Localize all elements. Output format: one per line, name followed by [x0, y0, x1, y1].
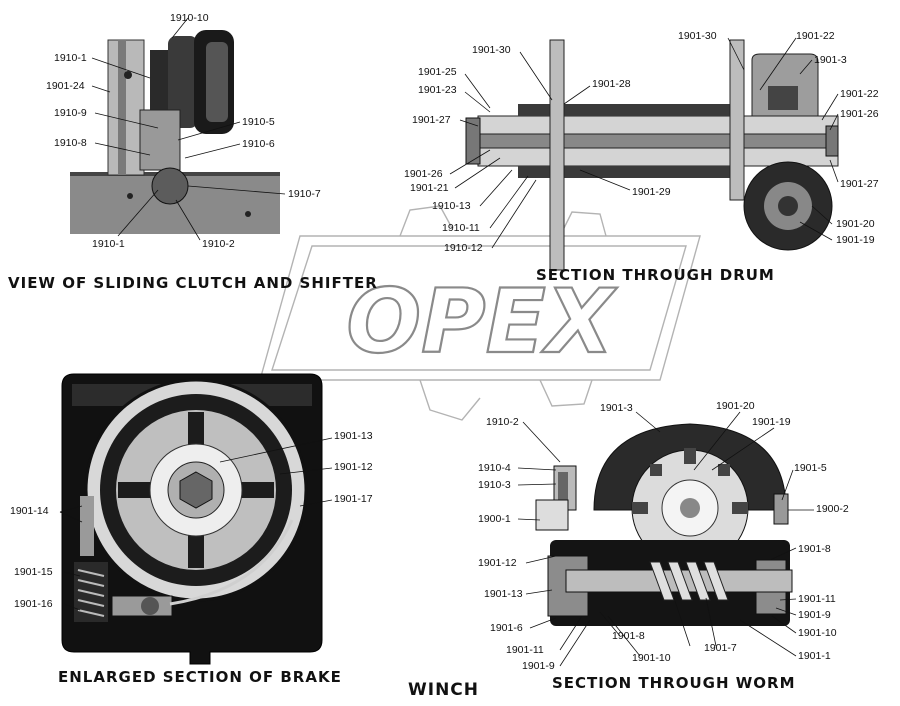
part-label: 1900-1	[478, 513, 511, 525]
part-label: 1901-9	[798, 609, 831, 621]
part-label: 1910-4	[478, 462, 511, 474]
part-label: 1901-15	[14, 566, 53, 578]
part-label: 1910-7	[288, 188, 321, 200]
part-label: 1910-1	[92, 238, 125, 250]
part-label: 1910-1	[54, 52, 87, 64]
part-label: 1901-27	[412, 114, 451, 126]
part-label: 1901-9	[522, 660, 555, 672]
part-label: 1901-14	[10, 505, 49, 517]
part-label: 1910-13	[432, 200, 471, 212]
part-label: 1910-11	[442, 222, 480, 234]
part-label: 1901-13	[484, 588, 523, 600]
part-label: 1901-5	[794, 462, 827, 474]
part-label: 1910-8	[54, 137, 87, 149]
part-label: 1910-6	[242, 138, 275, 150]
part-label: 1900-2	[816, 503, 849, 515]
part-label: 1901-10	[632, 652, 671, 664]
part-label: 1901-20	[836, 218, 875, 230]
part-label: 1901-24	[46, 80, 85, 92]
part-label: 1901-1	[798, 650, 831, 662]
part-label: 1901-21	[410, 182, 449, 194]
part-label: 1901-12	[334, 461, 373, 473]
part-label: 1901-19	[836, 234, 875, 246]
part-label: 1910-12	[444, 242, 483, 254]
part-label: 1910-2	[486, 416, 519, 428]
part-label: 1901-16	[14, 598, 53, 610]
caption-winch: WINCH	[408, 680, 480, 700]
part-label: 1901-3	[814, 54, 847, 66]
part-label: 1901-20	[716, 400, 755, 412]
part-label: 1901-10	[798, 627, 837, 639]
part-label: 1901-19	[752, 416, 791, 428]
caption-clutch-shifter: VIEW OF SLIDING CLUTCH AND SHIFTER	[8, 274, 378, 292]
part-label: 1901-13	[334, 430, 373, 442]
part-label: 1901-6	[490, 622, 523, 634]
part-label: 1901-30	[472, 44, 511, 56]
part-label: 1901-7	[704, 642, 737, 654]
part-label: 1910-3	[478, 479, 511, 491]
part-label: 1901-22	[796, 30, 835, 42]
caption-drum-section: SECTION THROUGH DRUM	[536, 266, 775, 284]
part-label: 1901-17	[334, 493, 373, 505]
part-label: 1910-9	[54, 107, 87, 119]
part-label: 1901-27	[840, 178, 879, 190]
part-label: 1901-11	[798, 593, 836, 605]
part-label: 1901-26	[404, 168, 443, 180]
part-label: 1910-2	[202, 238, 235, 250]
watermark-text: OPEX	[346, 270, 617, 373]
part-label: 1901-30	[678, 30, 717, 42]
part-label: 1901-8	[798, 543, 831, 555]
part-label: 1901-25	[418, 66, 457, 78]
part-label: 1901-28	[592, 78, 631, 90]
part-label: 1901-12	[478, 557, 517, 569]
part-label: 1901-11	[506, 644, 544, 656]
part-label: 1901-8	[612, 630, 645, 642]
caption-brake-section: ENLARGED SECTION OF BRAKE	[58, 668, 342, 686]
part-label: 1901-23	[418, 84, 457, 96]
part-label: 1901-22	[840, 88, 879, 100]
part-label: 1910-10	[170, 12, 209, 24]
part-label: 1901-3	[600, 402, 633, 414]
caption-worm-section: SECTION THROUGH WORM	[552, 674, 796, 692]
part-label: 1901-29	[632, 186, 671, 198]
part-label: 1910-5	[242, 116, 275, 128]
part-label: 1901-26	[840, 108, 879, 120]
